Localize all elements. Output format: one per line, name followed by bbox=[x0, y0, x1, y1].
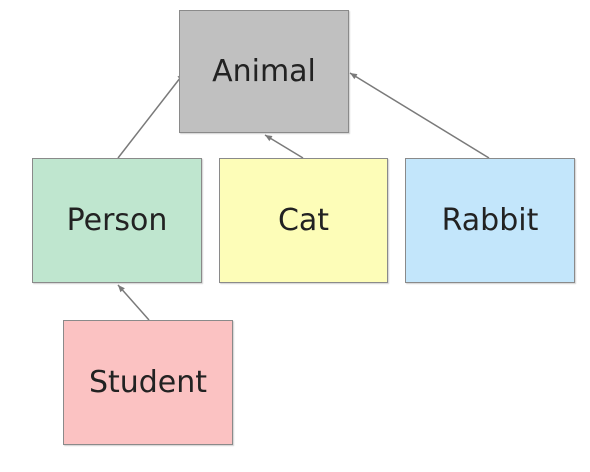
edge-person-to-animal bbox=[117, 72, 185, 159]
node-person-label: Person bbox=[66, 203, 168, 238]
node-rabbit: Rabbit bbox=[405, 158, 575, 283]
node-person: Person bbox=[32, 158, 202, 283]
node-animal: Animal bbox=[179, 10, 349, 133]
node-animal-label: Animal bbox=[212, 54, 316, 89]
node-student-label: Student bbox=[88, 365, 208, 400]
edge-student-to-person bbox=[117, 284, 150, 321]
node-cat-label: Cat bbox=[277, 203, 330, 238]
node-student: Student bbox=[63, 320, 233, 445]
node-cat: Cat bbox=[219, 158, 388, 283]
edge-rabbit-to-animal bbox=[349, 72, 490, 159]
node-rabbit-label: Rabbit bbox=[441, 203, 539, 238]
edge-cat-to-animal bbox=[264, 134, 304, 159]
